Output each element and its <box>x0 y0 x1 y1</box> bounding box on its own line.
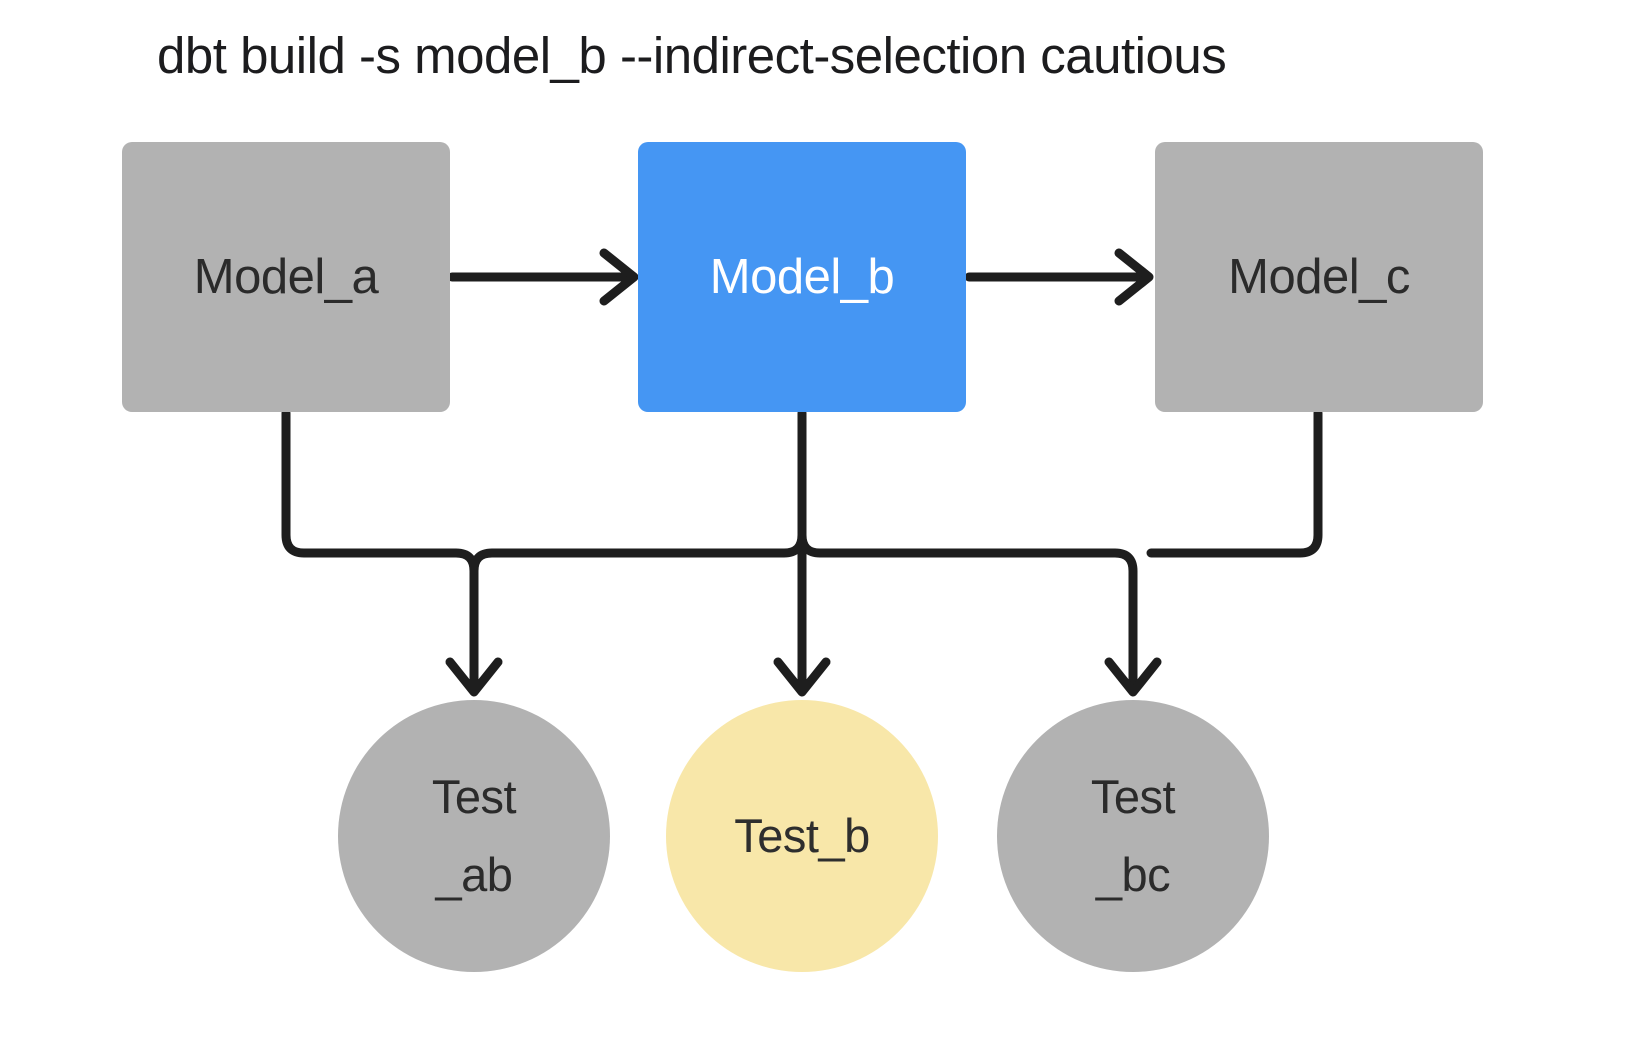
edge-model-b-to-test-bc <box>797 530 1138 693</box>
node-model-a-label: Model_a <box>193 250 379 304</box>
node-test-b-label: Test_b <box>734 809 870 863</box>
node-model-c: Model_c <box>1155 142 1483 412</box>
node-test-bc: Test _bc <box>997 700 1269 972</box>
node-test-bc-label-line2: _bc <box>1095 848 1171 901</box>
edge-model-c-to-test-bc <box>1146 408 1323 558</box>
node-test-ab-label-line2: _ab <box>435 848 513 901</box>
node-model-a: Model_a <box>122 142 450 412</box>
edge-model-a-to-test-ab <box>281 408 479 693</box>
node-test-ab: Test _ab <box>338 700 610 972</box>
edge-model-b-to-test-ab <box>469 530 807 576</box>
diagram-title: dbt build -s model_b --indirect-selectio… <box>157 27 1227 84</box>
node-test-b-included: Test_b <box>666 700 938 972</box>
node-test-bc-label-line1: Test <box>1090 770 1176 824</box>
arrowhead-test-bc <box>1104 657 1162 697</box>
node-test-ab-label-line1: Test <box>431 770 517 824</box>
arrowhead-test-ab <box>445 657 503 697</box>
arrowhead-model-b <box>599 248 639 306</box>
node-model-b-selected: Model_b <box>638 142 966 412</box>
arrowhead-test-b <box>773 657 831 697</box>
node-model-b-label: Model_b <box>709 250 895 304</box>
arrowhead-model-c <box>1114 248 1154 306</box>
node-model-c-label: Model_c <box>1228 250 1410 304</box>
